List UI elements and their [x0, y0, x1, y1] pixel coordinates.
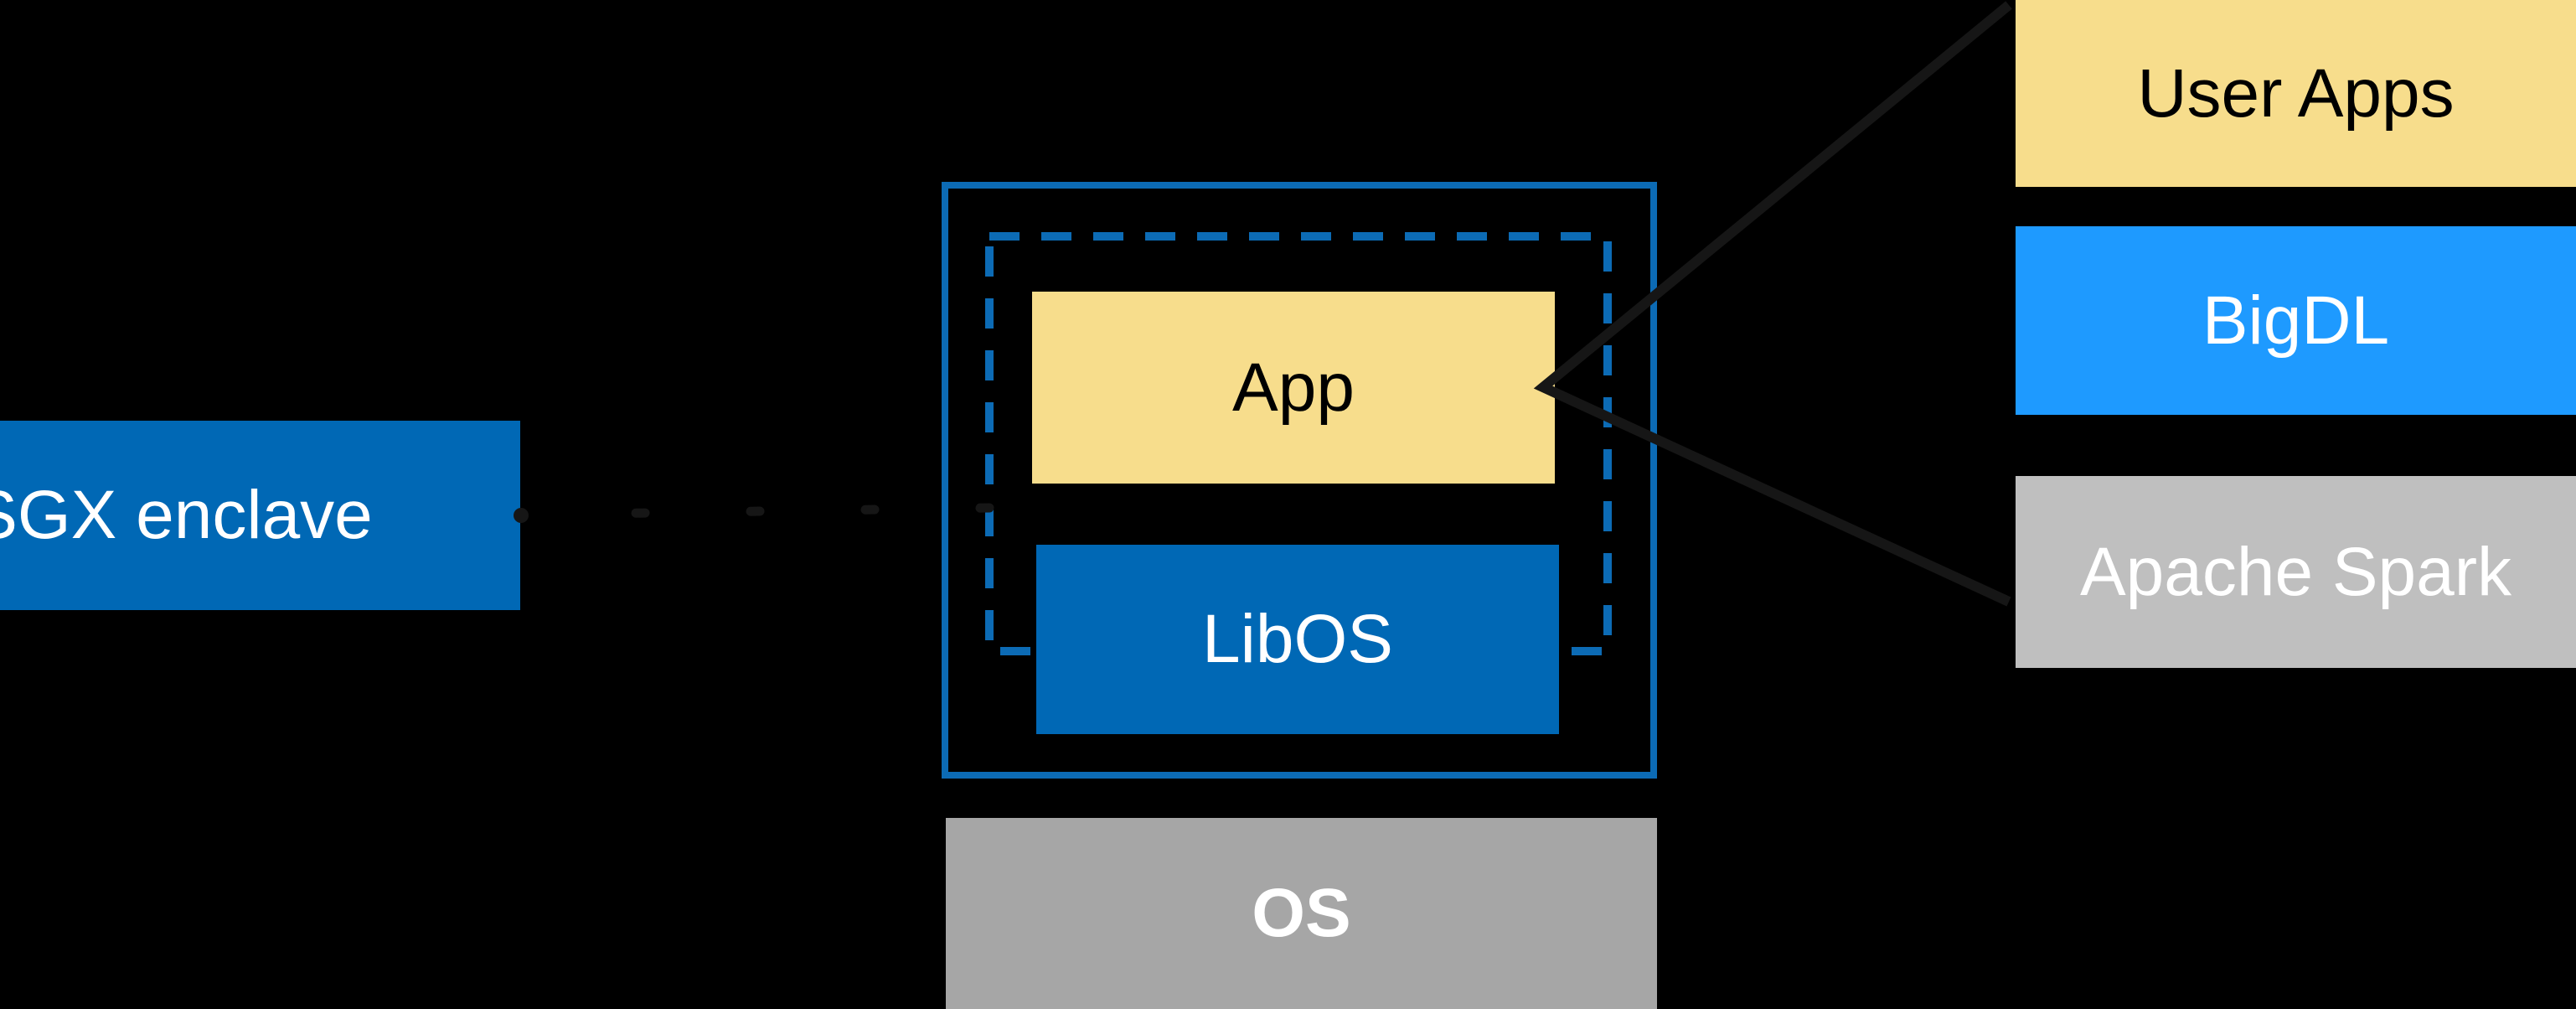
sgx-enclave-label-box: SGX enclave	[0, 421, 520, 610]
app-box-label: App	[1232, 349, 1355, 426]
os-box-label: OS	[1252, 875, 1351, 951]
sgx-enclave-label: SGX enclave	[0, 477, 373, 553]
bigdl-box: BigDL	[2016, 226, 2576, 415]
libos-box-label: LibOS	[1202, 601, 1393, 677]
user-apps-label: User Apps	[2137, 54, 2455, 132]
apache-spark-box: Apache Spark	[2016, 476, 2576, 668]
bigdl-label: BigDL	[2202, 282, 2390, 359]
libos-box: LibOS	[1036, 545, 1559, 734]
apache-spark-label: Apache Spark	[2079, 533, 2512, 610]
app-box: App	[1032, 292, 1555, 484]
sgx-pointer-dotted-line	[531, 503, 994, 520]
user-apps-box: User Apps	[2016, 0, 2576, 187]
os-box: OS	[946, 818, 1657, 1009]
